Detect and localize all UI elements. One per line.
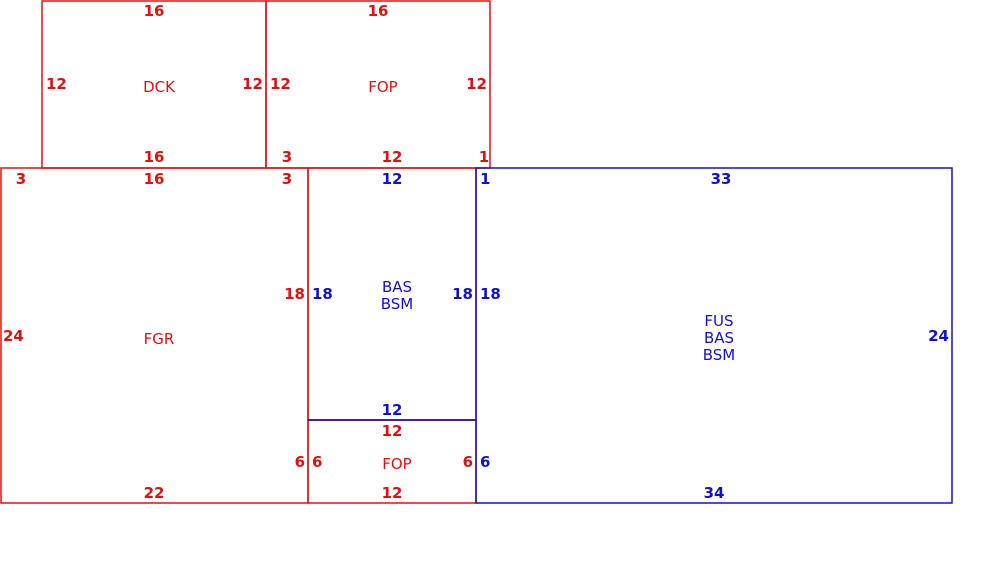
fus-bas-bsm-dim-right: 24 <box>928 327 949 345</box>
fus-bas-bsm-dim-top: 33 <box>711 170 732 188</box>
bas-bsm-dim-left: 18 <box>312 285 333 303</box>
fus-bas-bsm-dim-left: 18 <box>480 285 501 303</box>
fop-bottom-dim-left: 6 <box>312 453 322 471</box>
fop-bottom-dim-right: 6 <box>463 453 473 471</box>
fgr-dim-left: 24 <box>3 327 24 345</box>
bas-bsm-dim-bottom: 12 <box>382 401 403 419</box>
bas-bsm-dim-top: 12 <box>382 170 403 188</box>
bas-bsm-label-line2: BSM <box>381 295 414 313</box>
bas-bsm-label-line1: BAS <box>382 278 412 296</box>
fop-bottom-label: FOP <box>382 455 411 473</box>
fop-bottom-dim-bottom: 12 <box>382 484 403 502</box>
fop-bottom-dim-top: 12 <box>382 422 403 440</box>
fus-bas-bsm-dim-bottom: 34 <box>704 484 725 502</box>
fus-bas-bsm-label-line1: FUS <box>704 312 733 330</box>
fop-top-dim-bottom-left: 3 <box>282 148 292 166</box>
dck-dim-right: 12 <box>242 75 263 93</box>
fgr-dim-top-right: 3 <box>282 170 292 188</box>
fop-top-dim-bottom: 12 <box>382 148 403 166</box>
fgr-dim-bottom: 22 <box>144 484 165 502</box>
fgr-dim-right-lower: 6 <box>295 453 305 471</box>
dck-label: DCK <box>143 78 176 96</box>
fgr-label: FGR <box>144 330 175 348</box>
room-fus-bas-bsm-outline <box>475 167 953 504</box>
fop-top-dim-top: 16 <box>368 2 389 20</box>
fop-top-dim-right: 12 <box>466 75 487 93</box>
dck-dim-top: 16 <box>144 2 165 20</box>
fop-top-dim-bottom-right: 1 <box>479 148 489 166</box>
fus-bas-bsm-dim-top-left: 1 <box>480 170 490 188</box>
fus-bas-bsm-label-line2: BAS <box>704 329 734 347</box>
dck-dim-bottom: 16 <box>144 148 165 166</box>
fgr-dim-top: 16 <box>144 170 165 188</box>
fgr-dim-top-left: 3 <box>16 170 26 188</box>
fus-bas-bsm-dim-left-lower: 6 <box>480 453 490 471</box>
fop-top-dim-left: 12 <box>270 75 291 93</box>
bas-bsm-dim-right: 18 <box>452 285 473 303</box>
fgr-dim-right-upper: 18 <box>284 285 305 303</box>
dck-dim-left: 12 <box>46 75 67 93</box>
fus-bas-bsm-label-line3: BSM <box>703 346 736 364</box>
fop-top-label: FOP <box>368 78 397 96</box>
